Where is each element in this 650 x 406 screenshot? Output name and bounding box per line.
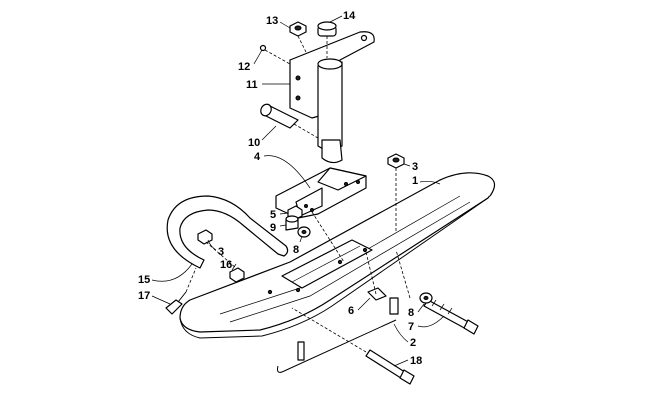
callout-14: 14 [343,10,356,22]
callout-6: 6 [348,305,354,317]
spindle [289,31,375,164]
assembly-lines [205,211,411,299]
leader-lines [151,15,445,367]
callout-12: 12 [238,61,250,73]
callout-8-upper: 8 [293,244,299,256]
callout-15: 15 [138,274,150,286]
callout-5: 5 [270,209,276,221]
callout-16: 16 [220,259,232,271]
callout-13: 13 [266,15,278,27]
saddle-bracket [275,167,367,219]
ski-loop-handle [166,195,289,269]
bolt-7 [423,299,479,335]
callout-4: 4 [254,151,261,163]
callout-3-left: 3 [218,246,224,258]
wear-bar [277,297,399,373]
spacer-9 [285,215,299,231]
nut-13 [289,21,307,53]
callout-10: 10 [248,137,260,149]
callout-7: 7 [408,321,414,333]
screw-6 [367,287,387,301]
callout-9: 9 [270,222,276,234]
grease-fitting-12 [259,44,291,65]
callout-2: 2 [410,337,416,349]
screw-17 [165,267,197,315]
callout-17: 17 [138,290,150,302]
callout-1: 1 [412,175,418,187]
nut-3b [197,229,213,245]
callout-11: 11 [246,79,258,91]
callout-8-lower: 8 [408,307,414,319]
washer-8b [419,292,433,304]
washer-8a [297,226,311,238]
bolt-18 [291,307,415,385]
callout-18: 18 [410,355,422,367]
bushing-10 [260,103,319,139]
nut-3a [387,153,405,232]
callout-3-top: 3 [412,161,418,173]
spindle-cap [317,21,337,58]
callout-labels: 13 14 12 11 10 4 3 1 5 9 8 3 16 15 17 6 … [138,10,422,367]
ski-body [179,172,496,339]
wear-bar-nut-16 [229,267,245,283]
